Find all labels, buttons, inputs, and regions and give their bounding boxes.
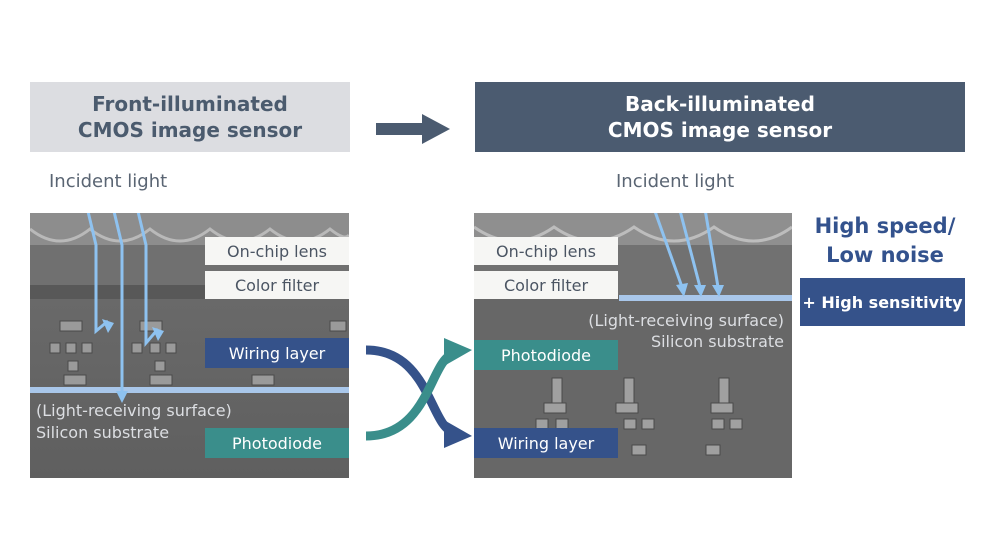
- front-color-filter-label: Color filter: [205, 271, 349, 299]
- back-illuminated-header: Back-illuminated CMOS image sensor: [475, 82, 965, 152]
- high-sensitivity-badge: + High sensitivity: [800, 278, 965, 326]
- front-illuminated-header: Front-illuminated CMOS image sensor: [30, 82, 350, 152]
- back-title-line2: CMOS image sensor: [607, 118, 833, 142]
- right-arrow-icon: [376, 114, 450, 144]
- swap-arrows-icon: [365, 338, 472, 448]
- front-sensor-micrograph: On-chip lens Color filter Wiring layer (…: [30, 213, 349, 478]
- front-light-rays: [86, 213, 160, 393]
- back-sensor-micrograph: On-chip lens Color filter (Light-receivi…: [474, 213, 792, 478]
- front-on-chip-lens-label: On-chip lens: [205, 237, 349, 265]
- back-on-chip-lens-label: On-chip lens: [474, 237, 618, 265]
- features-title-line2: Low noise: [826, 243, 944, 267]
- front-title-line1: Front-illuminated: [92, 92, 288, 116]
- front-title-line2: CMOS image sensor: [77, 118, 303, 142]
- back-photodiode-label: Photodiode: [474, 340, 618, 370]
- back-light-rays: [653, 213, 720, 288]
- back-surface-line1: (Light-receiving surface): [588, 311, 784, 330]
- back-surface-line2: Silicon substrate: [650, 332, 784, 351]
- back-color-filter-label: Color filter: [474, 271, 618, 299]
- front-incident-light-label: Incident light: [49, 171, 168, 192]
- features-title: High speed/ Low noise: [800, 212, 970, 270]
- front-surface-line2: Silicon substrate: [36, 423, 170, 442]
- back-incident-light-label: Incident light: [616, 171, 735, 192]
- front-wiring-layer-label: Wiring layer: [205, 338, 349, 368]
- front-photodiode-label: Photodiode: [205, 428, 349, 458]
- back-wiring-layer-label: Wiring layer: [474, 428, 618, 458]
- back-title-line1: Back-illuminated: [625, 92, 815, 116]
- front-surface-line1: (Light-receiving surface): [36, 401, 232, 420]
- features-title-line1: High speed/: [814, 214, 956, 238]
